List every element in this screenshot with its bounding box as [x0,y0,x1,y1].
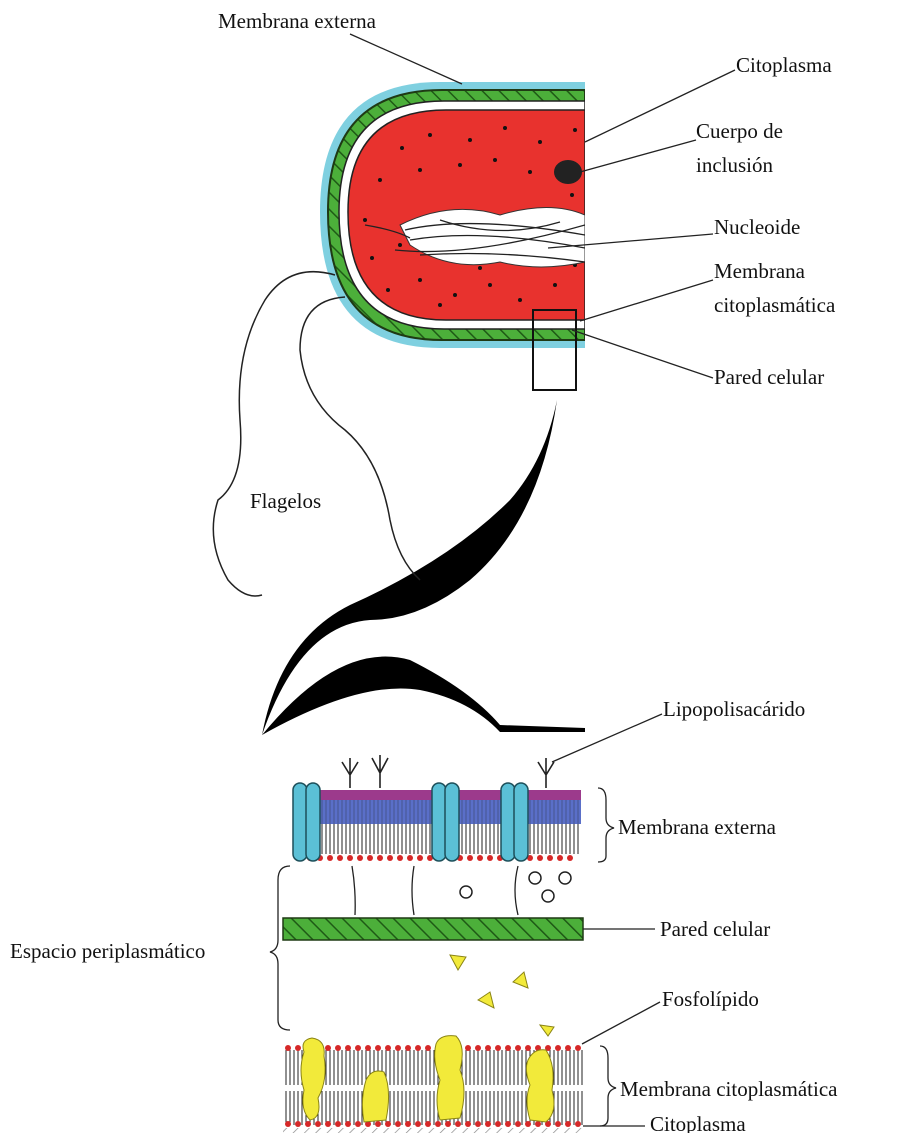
leader-membrana-citoplasmatica [580,280,713,321]
leader-lipopolisacarido [552,714,662,762]
periplasm-linkers [352,866,518,915]
label-fosfolipido: Fosfolípido [662,987,759,1011]
label-membrana-citoplasmatica-bottom: Membrana citoplasmática [620,1077,838,1101]
label-pared-celular-top: Pared celular [714,365,824,389]
leader-cuerpo-inclusion [580,140,696,172]
label-citoplasma-top: Citoplasma [736,53,832,77]
brace-membrana-citoplasmatica [600,1046,616,1126]
periplasmic-soluble-proteins [450,955,554,1036]
label-membrana-externa-top: Membrana externa [218,9,377,33]
label-flagelos: Flagelos [250,489,321,513]
leader-pared-celular-top [572,330,713,378]
zoom-funnel [262,400,585,735]
label-cuerpo-inclusion-2: inclusión [696,153,773,177]
leader-membrana-externa-top [350,34,462,84]
brace-espacio-periplasmatico [270,866,290,1030]
cytoplasmic-membrane-detail [283,1036,583,1127]
cell-wall-detail [283,918,583,940]
label-membrana-citoplasmatica-1: Membrana [714,259,806,283]
cytoplasm-texture [283,1128,583,1133]
brace-membrana-externa [598,788,614,862]
label-pared-celular-bottom: Pared celular [660,917,770,941]
inclusion-body [554,160,582,184]
label-citoplasma-bottom: Citoplasma [650,1112,746,1133]
label-espacio-periplasmatico: Espacio periplasmático [10,939,205,963]
label-nucleoide: Nucleoide [714,215,800,239]
cell-cross-section [320,82,585,348]
label-cuerpo-inclusion-1: Cuerpo de [696,119,783,143]
leader-fosfolipido [582,1002,660,1044]
label-lipopolisacarido: Lipopolisacárido [663,697,805,721]
outer-membrane-detail [293,783,581,861]
label-membrana-externa-bottom: Membrana externa [618,815,777,839]
label-membrana-citoplasmatica-2: citoplasmática [714,293,836,317]
